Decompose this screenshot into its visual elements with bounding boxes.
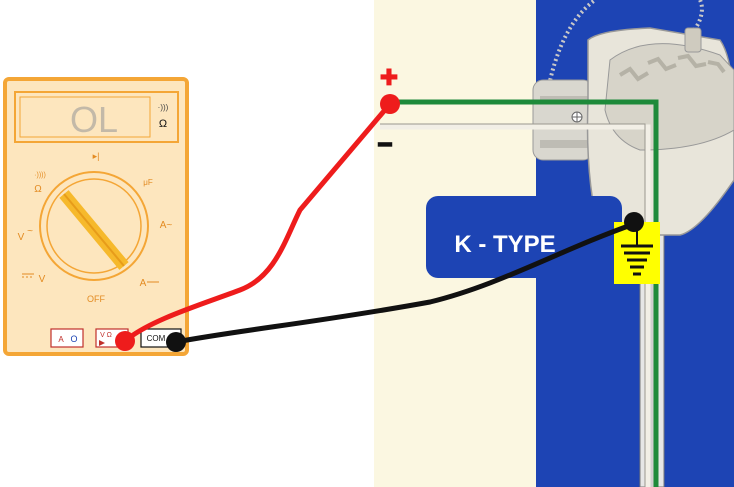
a-jack-symbol: O: [70, 334, 77, 344]
thermocouple-leads: [380, 99, 659, 487]
dial-label-a-ac: A~: [160, 220, 173, 231]
red-probe-plug[interactable]: [115, 331, 135, 351]
dial-label-v-dc: V: [39, 274, 46, 285]
com-jack-label: COM: [147, 334, 166, 343]
dial-label-off: OFF: [87, 294, 105, 304]
dial-label-a-dc: A: [140, 278, 147, 289]
a-jack-label: A: [58, 335, 64, 344]
multimeter: OL ·))) Ω ▸| ·)))) Ω μF V ~ V OFF A~ A A…: [3, 77, 189, 356]
red-probe-tip[interactable]: [380, 94, 400, 114]
dial-label-ohm: Ω: [34, 184, 42, 195]
positive-terminal-label: ✚: [380, 65, 398, 90]
vohm-jack-label: V Ω: [100, 332, 112, 339]
a-jack[interactable]: A O: [50, 328, 84, 348]
ground-symbol-icon: [614, 222, 660, 284]
dial-label-diode: ▸|: [93, 151, 100, 161]
black-probe-plug[interactable]: [166, 332, 186, 352]
display-unit: Ω: [159, 118, 167, 130]
k-type-label: K - TYPE: [454, 231, 555, 258]
dial-label-v-ac: V: [18, 232, 25, 243]
head-lid: [604, 43, 734, 151]
k-type-label-box: K - TYPE: [426, 196, 622, 278]
black-probe-tip[interactable]: [624, 212, 644, 232]
dial-label-capacitance: μF: [143, 178, 153, 187]
negative-terminal-label: ━: [377, 132, 392, 157]
white-wire: [380, 124, 651, 487]
bead-chain: [546, 0, 597, 91]
dial-label-ac-tilde: ~: [27, 226, 33, 237]
green-wire: [390, 99, 659, 487]
thermocouple-head: [532, 0, 734, 236]
dial-label-continuity: ·)))): [34, 172, 46, 179]
black-probe-lead[interactable]: [173, 221, 637, 345]
display-reading: OL: [70, 99, 118, 140]
display-window: [19, 96, 151, 138]
red-probe-lead[interactable]: [122, 101, 393, 344]
display-continuity-icon: ·))): [158, 103, 169, 112]
white-wire-edge: [380, 123, 646, 487]
diode-mini-icon: [99, 340, 105, 346]
